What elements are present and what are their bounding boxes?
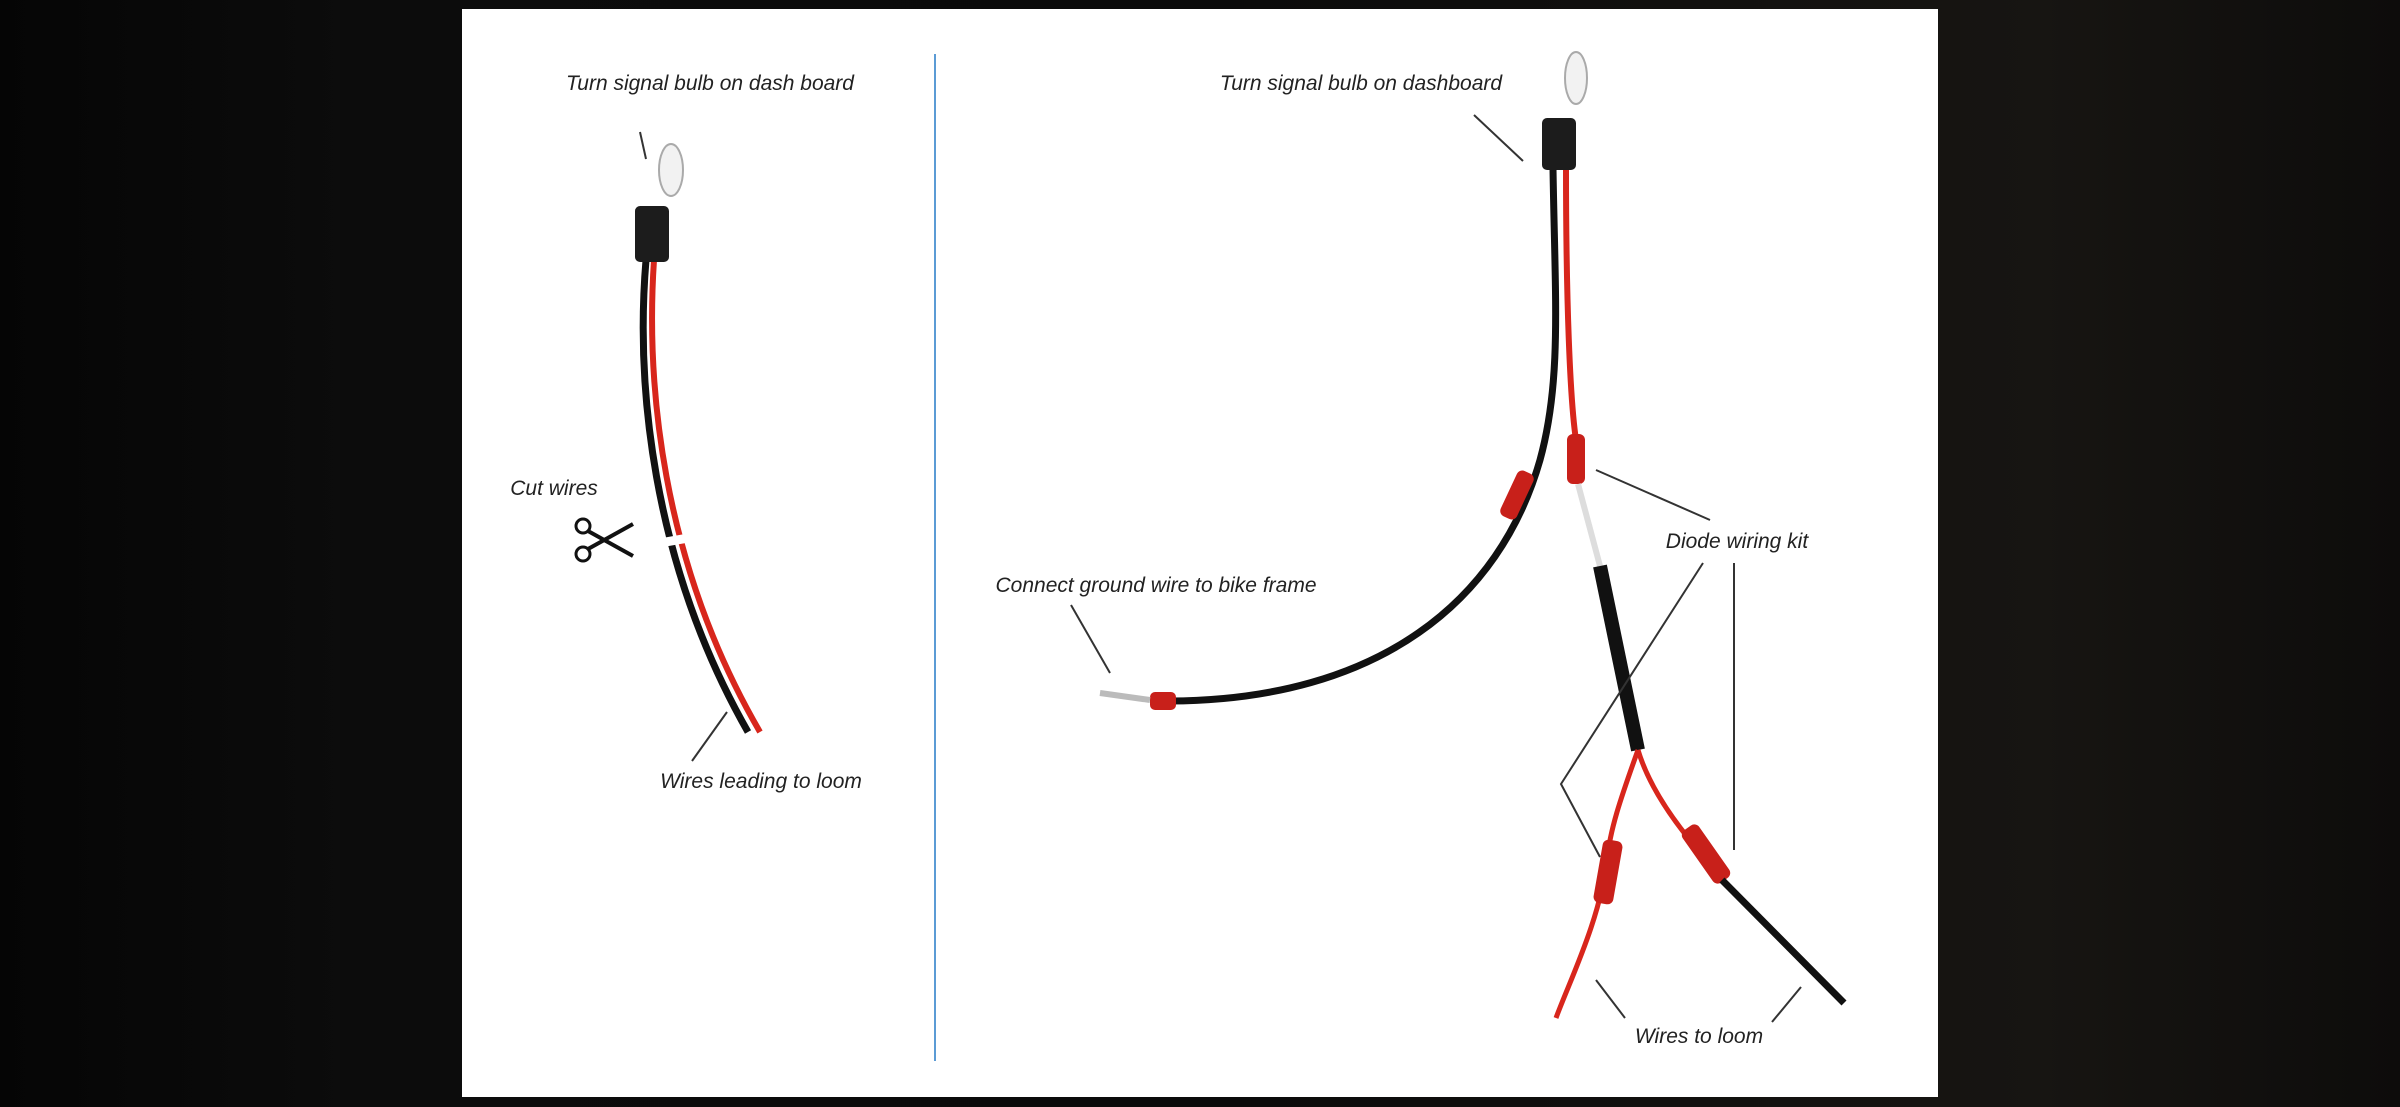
right-bulb-label: Turn signal bulb on dashboard — [1220, 72, 1503, 95]
cut-wires-label: Cut wires — [510, 477, 598, 500]
feed-wire-red — [1563, 167, 1579, 441]
ground-connector — [1500, 470, 1534, 520]
ground-label: Connect ground wire to bike frame — [996, 574, 1317, 597]
right-loom-label: Wires to loom — [1635, 1025, 1763, 1048]
ground-wire — [1169, 167, 1560, 705]
branch-right-black — [1719, 877, 1847, 1006]
ground-terminal — [1150, 692, 1176, 710]
left-bulb-icon — [658, 143, 684, 197]
diode-lead — [1575, 483, 1603, 567]
left-loom-label: Wires leading to loom — [660, 770, 862, 793]
right-bulb-icon — [1564, 51, 1588, 105]
diode-kit-label: Diode wiring kit — [1666, 530, 1810, 553]
branch-right-connector — [1681, 824, 1731, 884]
diagram-panel — [462, 9, 1938, 1097]
left-bulb-assembly — [635, 143, 763, 734]
feed-connector — [1567, 434, 1585, 484]
cut-mark — [659, 533, 689, 548]
left-wire-red — [649, 259, 763, 734]
left-wire-black — [639, 259, 752, 734]
diode-heatshrink — [1593, 564, 1645, 752]
right-socket — [1542, 118, 1576, 170]
left-socket — [635, 206, 669, 262]
branch-left-connector — [1593, 839, 1623, 905]
left-bulb-label: Turn signal bulb on dash board — [566, 72, 855, 95]
ground-pin — [1099, 690, 1151, 703]
right-wiring-assembly — [1099, 51, 1847, 1019]
scissors-icon — [574, 517, 634, 563]
